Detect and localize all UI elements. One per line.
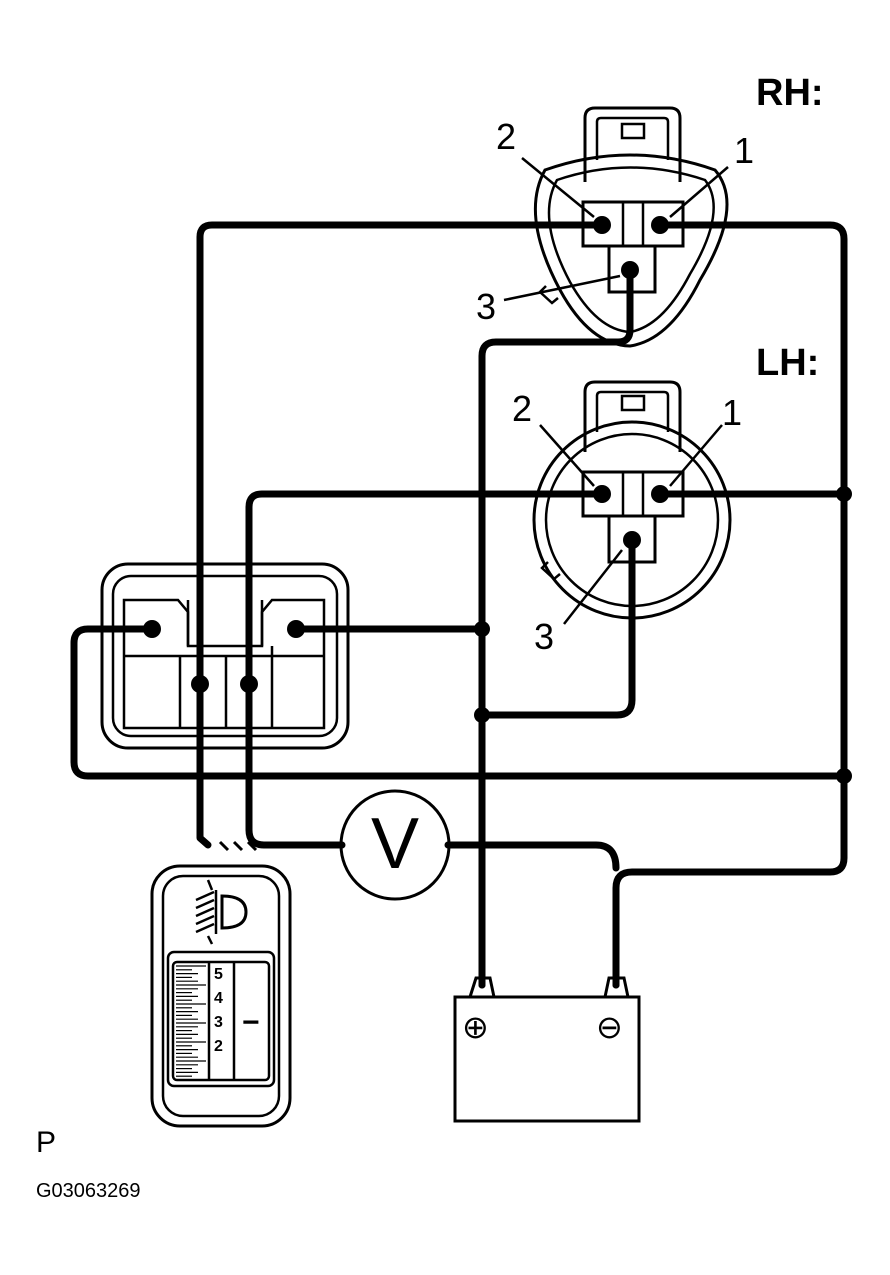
pin-leaders — [503, 157, 729, 625]
lh-pin3-wire — [478, 536, 636, 719]
scale-mark-2: 2 — [214, 1038, 223, 1055]
lh-pin2-wire — [245, 490, 606, 849]
wires — [70, 221, 848, 989]
voltmeter-negative-wire — [444, 841, 620, 872]
switch-ground-wire — [70, 625, 848, 780]
junction-dots — [143, 216, 852, 784]
rh-pin2-label: 2 — [496, 116, 517, 157]
battery-negative-icon: ⊖ — [596, 1009, 623, 1045]
rh-label: RH: — [756, 72, 824, 114]
thumbwheel — [176, 965, 206, 1077]
corner-mark: P — [36, 1126, 57, 1159]
headlight-leveling-icon — [195, 879, 248, 945]
switch-harness-connector — [100, 562, 350, 750]
lh-pin1-label: 1 — [722, 392, 743, 433]
rh-pin2-wire — [196, 221, 606, 834]
rh-connector — [533, 106, 729, 348]
leveling-switch — [150, 864, 292, 1128]
rh-pin3-wire — [478, 266, 634, 989]
scale-mark-5: 5 — [214, 966, 223, 983]
figure-code: G03063269 — [36, 1180, 141, 1202]
voltmeter — [339, 789, 451, 901]
minus-mark: − — [242, 1006, 260, 1039]
rh-pin3-label: 3 — [476, 286, 497, 327]
rh-pin1-label: 1 — [734, 130, 755, 171]
scale-mark-4: 4 — [214, 990, 223, 1007]
lh-label: LH: — [756, 342, 820, 384]
lh-pin2-label: 2 — [512, 388, 533, 429]
rh-pin1-wire — [612, 221, 848, 989]
voltmeter-label: V — [370, 804, 420, 884]
battery-positive-icon: ⊕ — [462, 1009, 489, 1045]
lh-pin3-label: 3 — [534, 616, 555, 657]
battery — [453, 974, 641, 1123]
scale-mark-3: 3 — [214, 1014, 223, 1031]
